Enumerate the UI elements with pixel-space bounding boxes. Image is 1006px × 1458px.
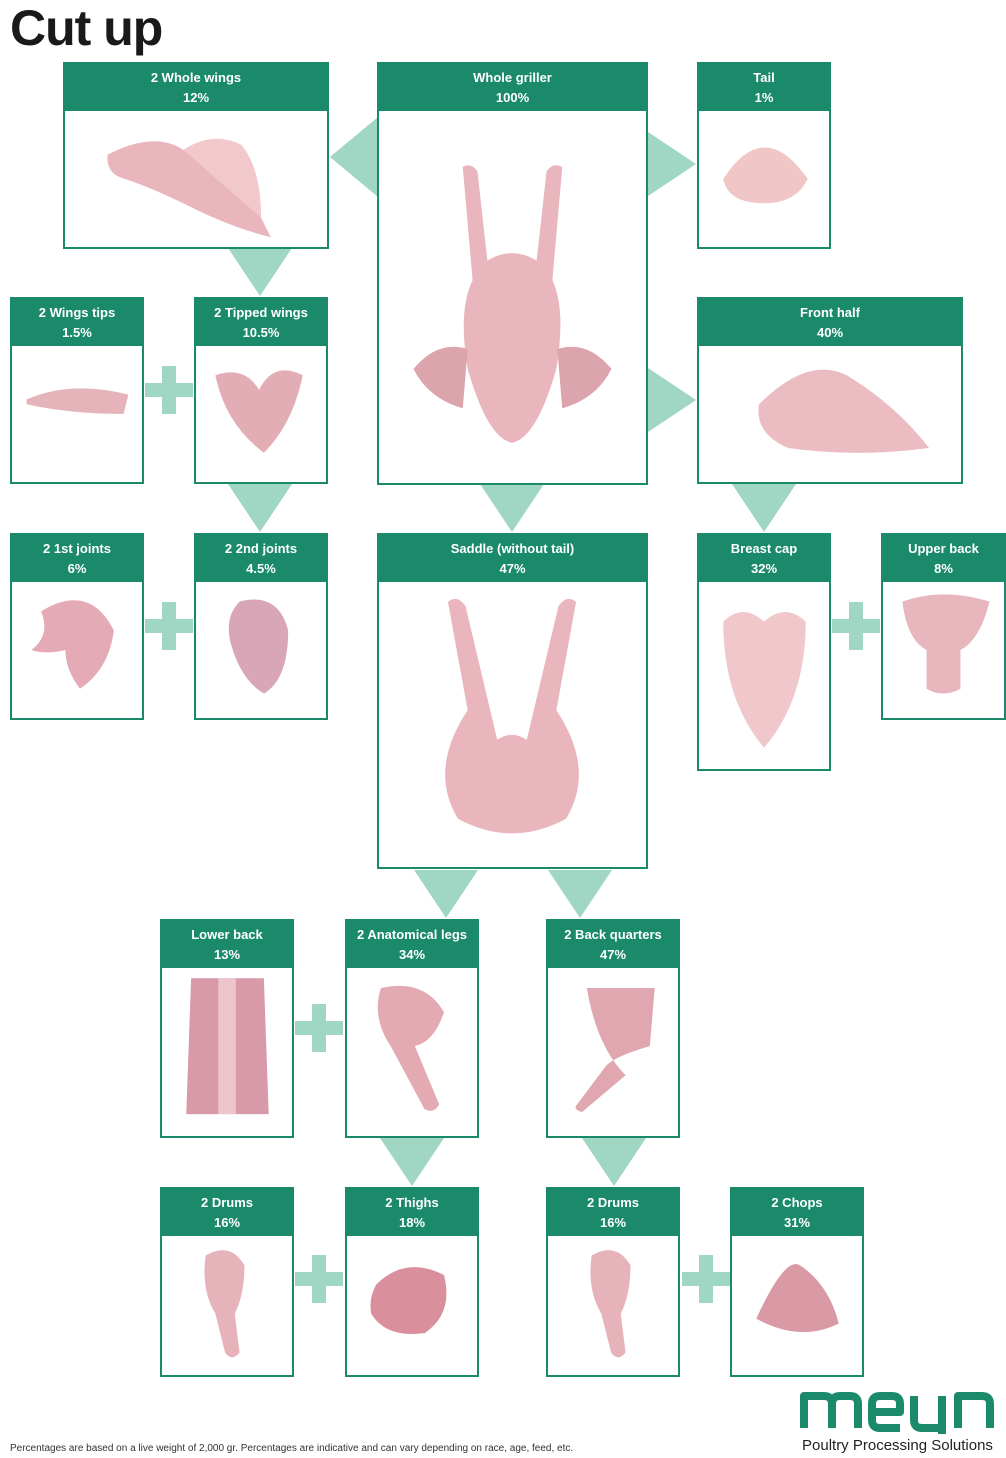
chops-photo [732, 1236, 862, 1375]
plus-icon [295, 1004, 343, 1052]
box-label: Front half [699, 303, 961, 323]
tail-photo [699, 111, 829, 247]
box-percentage: 1.5% [12, 323, 142, 343]
upper-back-photo [883, 582, 1004, 718]
box-percentage: 16% [162, 1213, 292, 1233]
plus-icon [682, 1255, 730, 1303]
box-label: 2 2nd joints [196, 539, 326, 559]
box-percentage: 13% [162, 945, 292, 965]
box-percentage: 31% [732, 1213, 862, 1233]
arrow-to-front-half [648, 368, 696, 432]
arrow-to-second-joints [228, 484, 292, 532]
anatomical-legs-photo [347, 968, 477, 1136]
box-percentage: 6% [12, 559, 142, 579]
box-label: 2 Wings tips [12, 303, 142, 323]
box-label: 2 Back quarters [548, 925, 678, 945]
front-half-photo [699, 346, 961, 482]
plus-icon [145, 602, 193, 650]
back-quarters-photo [548, 968, 678, 1136]
box-percentage: 16% [548, 1213, 678, 1233]
box-label: 2 1st joints [12, 539, 142, 559]
box-percentage: 40% [699, 323, 961, 343]
arrow-to-anatomical-legs [414, 870, 478, 918]
breast-cap-photo [699, 582, 829, 769]
box-label: 2 Chops [732, 1193, 862, 1213]
plus-icon [145, 366, 193, 414]
box-percentage: 47% [548, 945, 678, 965]
box-label: Breast cap [699, 539, 829, 559]
drums-right-photo [548, 1236, 678, 1375]
box-percentage: 34% [347, 945, 477, 965]
thighs-photo [347, 1236, 477, 1375]
meyn-logo [800, 1378, 1000, 1434]
plus-icon [832, 602, 880, 650]
second-joints-photo [196, 582, 326, 718]
box-percentage: 32% [699, 559, 829, 579]
arrow-to-tipped-wings [228, 248, 292, 296]
box-percentage: 8% [883, 559, 1004, 579]
box-label: 2 Tipped wings [196, 303, 326, 323]
arrow-to-breast-cap [732, 484, 796, 532]
box-label: 2 Drums [162, 1193, 292, 1213]
box-label: Lower back [162, 925, 292, 945]
arrow-to-drums-right [582, 1138, 646, 1186]
whole-wings-photo [65, 111, 327, 247]
arrow-to-back-quarters [548, 870, 612, 918]
saddle-photo [379, 582, 646, 867]
arrow-to-tail [648, 132, 696, 196]
box-percentage: 4.5% [196, 559, 326, 579]
arrow-to-saddle [480, 484, 544, 532]
brand-tagline: Poultry Processing Solutions [802, 1437, 993, 1454]
box-percentage: 100% [379, 88, 646, 108]
footnote: Percentages are based on a live weight o… [10, 1443, 573, 1454]
box-label: Upper back [883, 539, 1004, 559]
box-label: 2 Whole wings [65, 68, 327, 88]
box-percentage: 18% [347, 1213, 477, 1233]
drums-left-photo [162, 1236, 292, 1375]
box-saddle: Saddle (without tail)47% [377, 533, 648, 869]
first-joints-photo [12, 582, 142, 718]
lower-back-photo [162, 968, 292, 1136]
box-label: 2 Anatomical legs [347, 925, 477, 945]
tipped-wings-photo [196, 346, 326, 482]
arrow-to-whole-wings [330, 117, 378, 197]
box-percentage: 47% [379, 559, 646, 579]
box-label: Whole griller [379, 68, 646, 88]
box-percentage: 1% [699, 88, 829, 108]
box-percentage: 12% [65, 88, 327, 108]
box-label: 2 Thighs [347, 1193, 477, 1213]
box-label: Tail [699, 68, 829, 88]
box-percentage: 10.5% [196, 323, 326, 343]
wing-tips-photo [12, 346, 142, 482]
plus-icon [295, 1255, 343, 1303]
whole-griller-photo [379, 111, 646, 483]
box-label: Saddle (without tail) [379, 539, 646, 559]
arrow-to-thighs [380, 1138, 444, 1186]
box-label: 2 Drums [548, 1193, 678, 1213]
